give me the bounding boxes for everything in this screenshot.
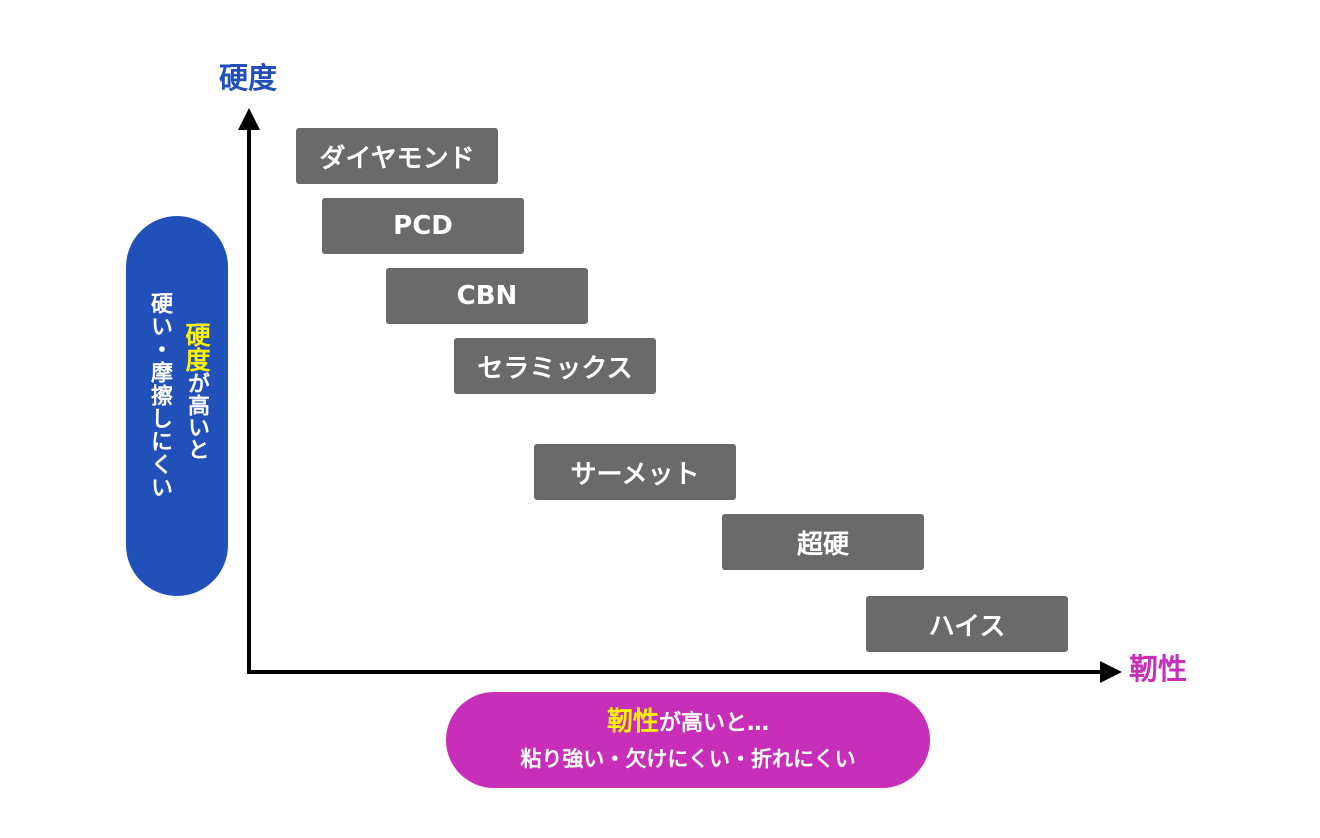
toughness-note-line2: 粘り強い・欠けにくい・折れにくい bbox=[520, 747, 856, 771]
x-axis-arrowhead bbox=[1100, 661, 1122, 683]
hardness-note: 硬度が高いと 硬い・摩擦しにくい bbox=[126, 216, 228, 596]
material-box-diamond: ダイヤモンド bbox=[296, 128, 498, 184]
material-box-cbn: CBN bbox=[386, 268, 588, 324]
toughness-note-emphasis: 靭性 bbox=[606, 707, 659, 737]
hardness-note-emphasis: 硬度 bbox=[182, 322, 211, 372]
x-axis-label: 靭性 bbox=[1129, 652, 1188, 686]
material-box-hss: ハイス bbox=[866, 596, 1068, 652]
hardness-note-line1: 硬度が高いと bbox=[182, 322, 211, 460]
material-box-ceramics: セラミックス bbox=[454, 338, 656, 394]
material-box-cermet: サーメット bbox=[534, 444, 736, 500]
y-axis-arrowhead bbox=[238, 108, 260, 130]
y-axis-label: 硬度 bbox=[219, 61, 278, 95]
toughness-note-line1: 靭性が高いと… bbox=[446, 708, 930, 738]
toughness-note-line1-rest: が高いと… bbox=[659, 711, 770, 736]
material-box-carbide: 超硬 bbox=[722, 514, 924, 570]
toughness-note: 靭性が高いと… 粘り強い・欠けにくい・折れにくい bbox=[446, 692, 930, 788]
hardness-note-line1-rest: が高いと bbox=[184, 372, 209, 460]
hardness-note-line2: 硬い・摩擦しにくい bbox=[147, 292, 172, 499]
material-box-pcd: PCD bbox=[322, 198, 524, 254]
